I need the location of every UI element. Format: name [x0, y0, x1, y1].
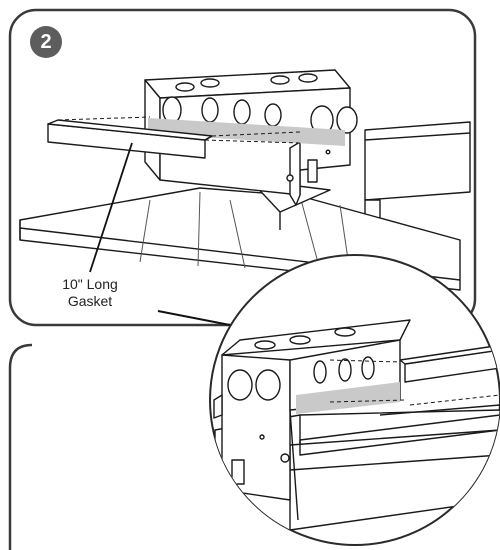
next-step-panel-edge	[8, 343, 33, 550]
callout-line-2: Gasket	[67, 293, 113, 309]
gasket-strip	[148, 118, 345, 146]
magnified-detail-icon	[209, 254, 500, 546]
step-number-badge: 2	[30, 26, 62, 58]
callout-leader-top	[89, 142, 133, 273]
callout-line-1: 10" Long	[62, 276, 118, 292]
gasket-callout-label: 10" Long Gasket	[46, 276, 134, 310]
